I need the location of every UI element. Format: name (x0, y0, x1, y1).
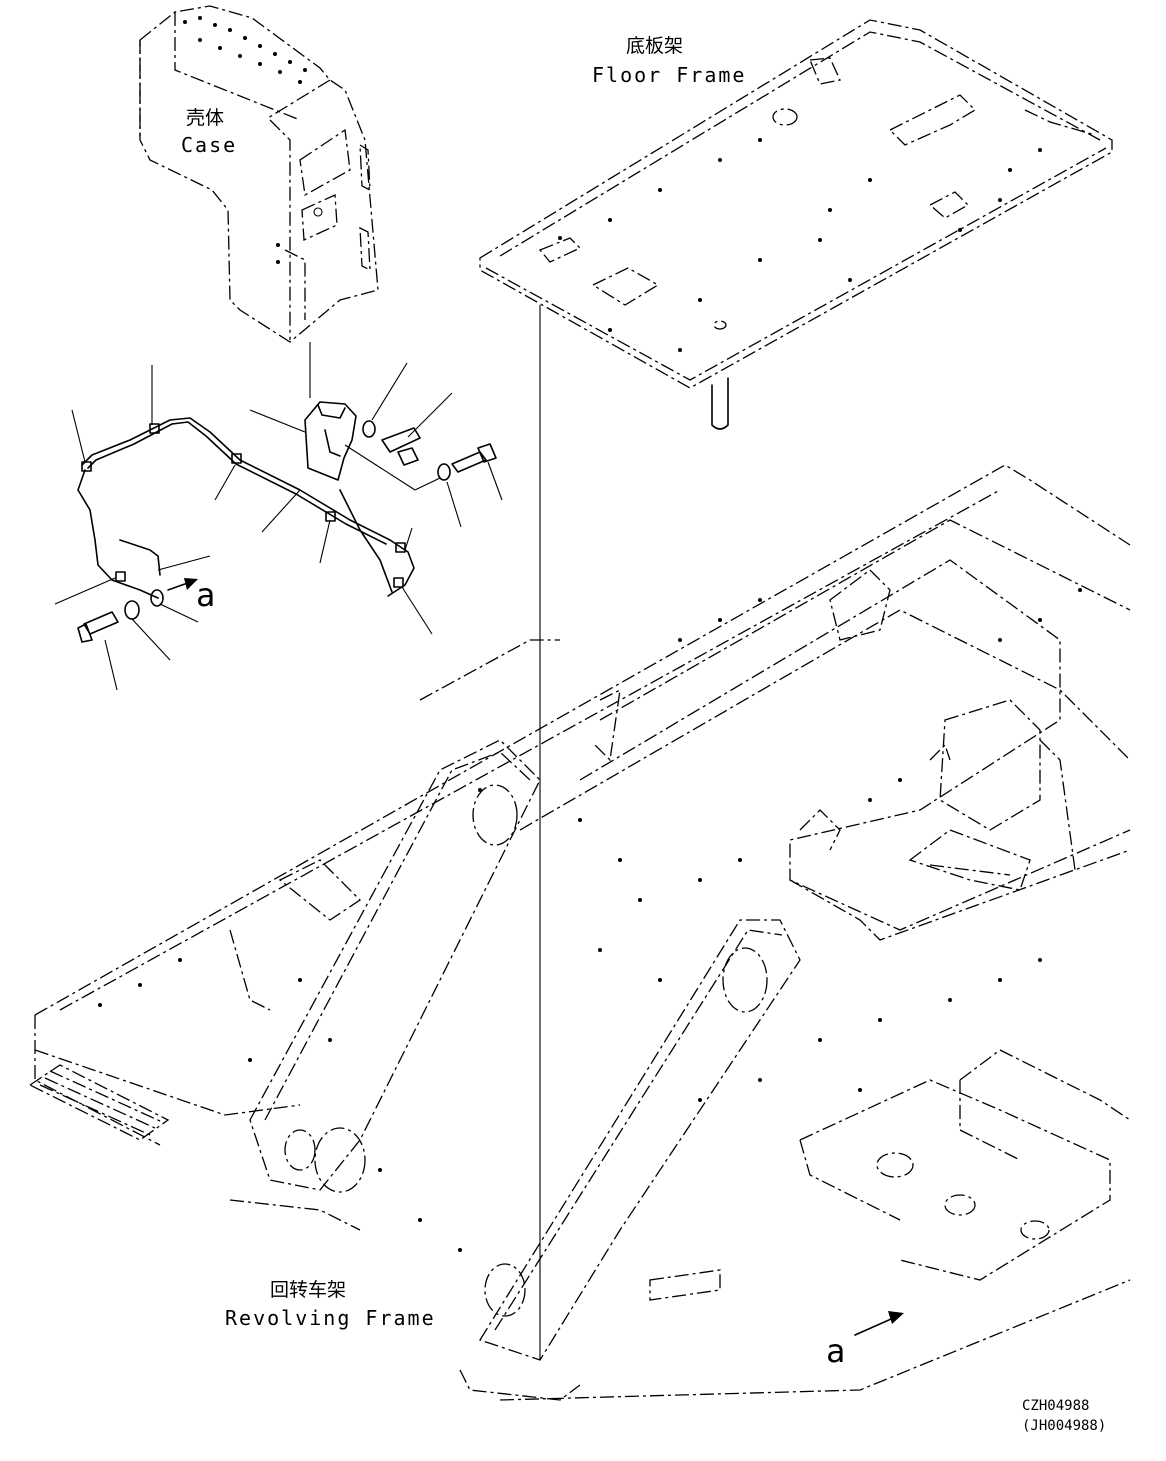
view-a-label-lower: a (826, 1332, 845, 1370)
drawing-number-alt: (JH004988) (1022, 1418, 1106, 1434)
bracket-and-bolts (249, 362, 503, 528)
drawing-number: CZH04988 (1022, 1398, 1089, 1414)
case-label-en: Case (181, 133, 237, 157)
case-part (139, 5, 379, 398)
view-a-label-upper: a (196, 576, 215, 614)
floor-frame-part (479, 19, 1113, 1360)
revolving-frame-label-en: Revolving Frame (225, 1306, 436, 1330)
case-label-cn: 壳体 (186, 107, 224, 129)
wire-harness (54, 365, 433, 691)
floor-frame-label-cn: 底板架 (626, 35, 683, 57)
revolving-frame-label-cn: 回转车架 (270, 1279, 346, 1301)
revolving-frame-part (28, 464, 1131, 1401)
floor-frame-label-en: Floor Frame (592, 63, 746, 87)
